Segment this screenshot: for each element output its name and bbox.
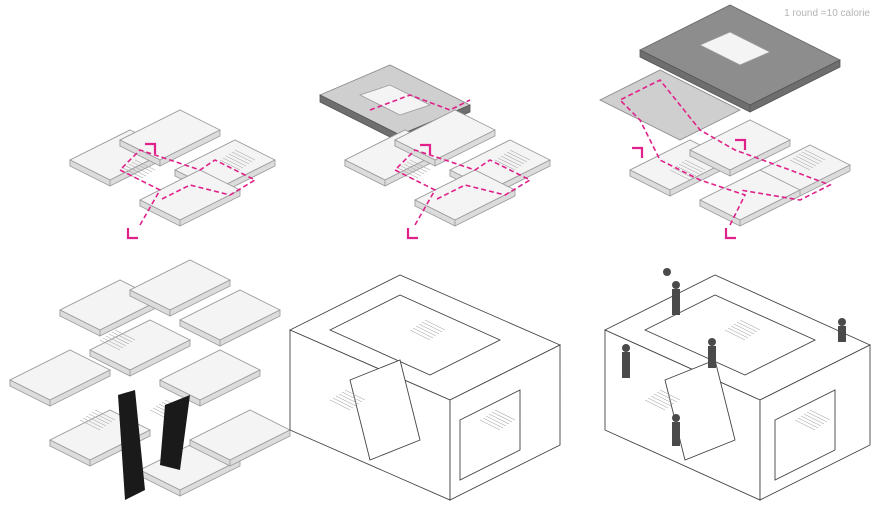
route-path [618, 78, 832, 226]
panel-wireframe-with-people [603, 268, 872, 501]
panel-route-one-level [69, 109, 276, 240]
start-marker [724, 228, 736, 240]
route-path-upper [369, 94, 471, 111]
person-figure [838, 318, 846, 342]
person-figure [672, 414, 680, 446]
end-marker [632, 146, 644, 158]
panel-route-two-levels [319, 64, 551, 240]
end-marker [145, 142, 157, 154]
core-shaft [118, 390, 145, 500]
panel-route-three-levels [599, 4, 851, 240]
route-path [393, 149, 532, 226]
core-shaft [160, 395, 190, 470]
person-figure [622, 344, 630, 378]
mid-marker [735, 138, 747, 150]
route-path [118, 149, 257, 226]
legend-caption: 1 round =10 calorie [784, 8, 870, 19]
start-marker [126, 228, 138, 240]
end-marker [420, 143, 432, 155]
start-marker [406, 228, 418, 240]
panel-stacked-levels-with-core [9, 259, 291, 500]
person-figure [672, 281, 680, 315]
panel-wireframe-volume [288, 274, 562, 501]
person-figure [708, 338, 716, 368]
balloon-icon [663, 268, 671, 276]
